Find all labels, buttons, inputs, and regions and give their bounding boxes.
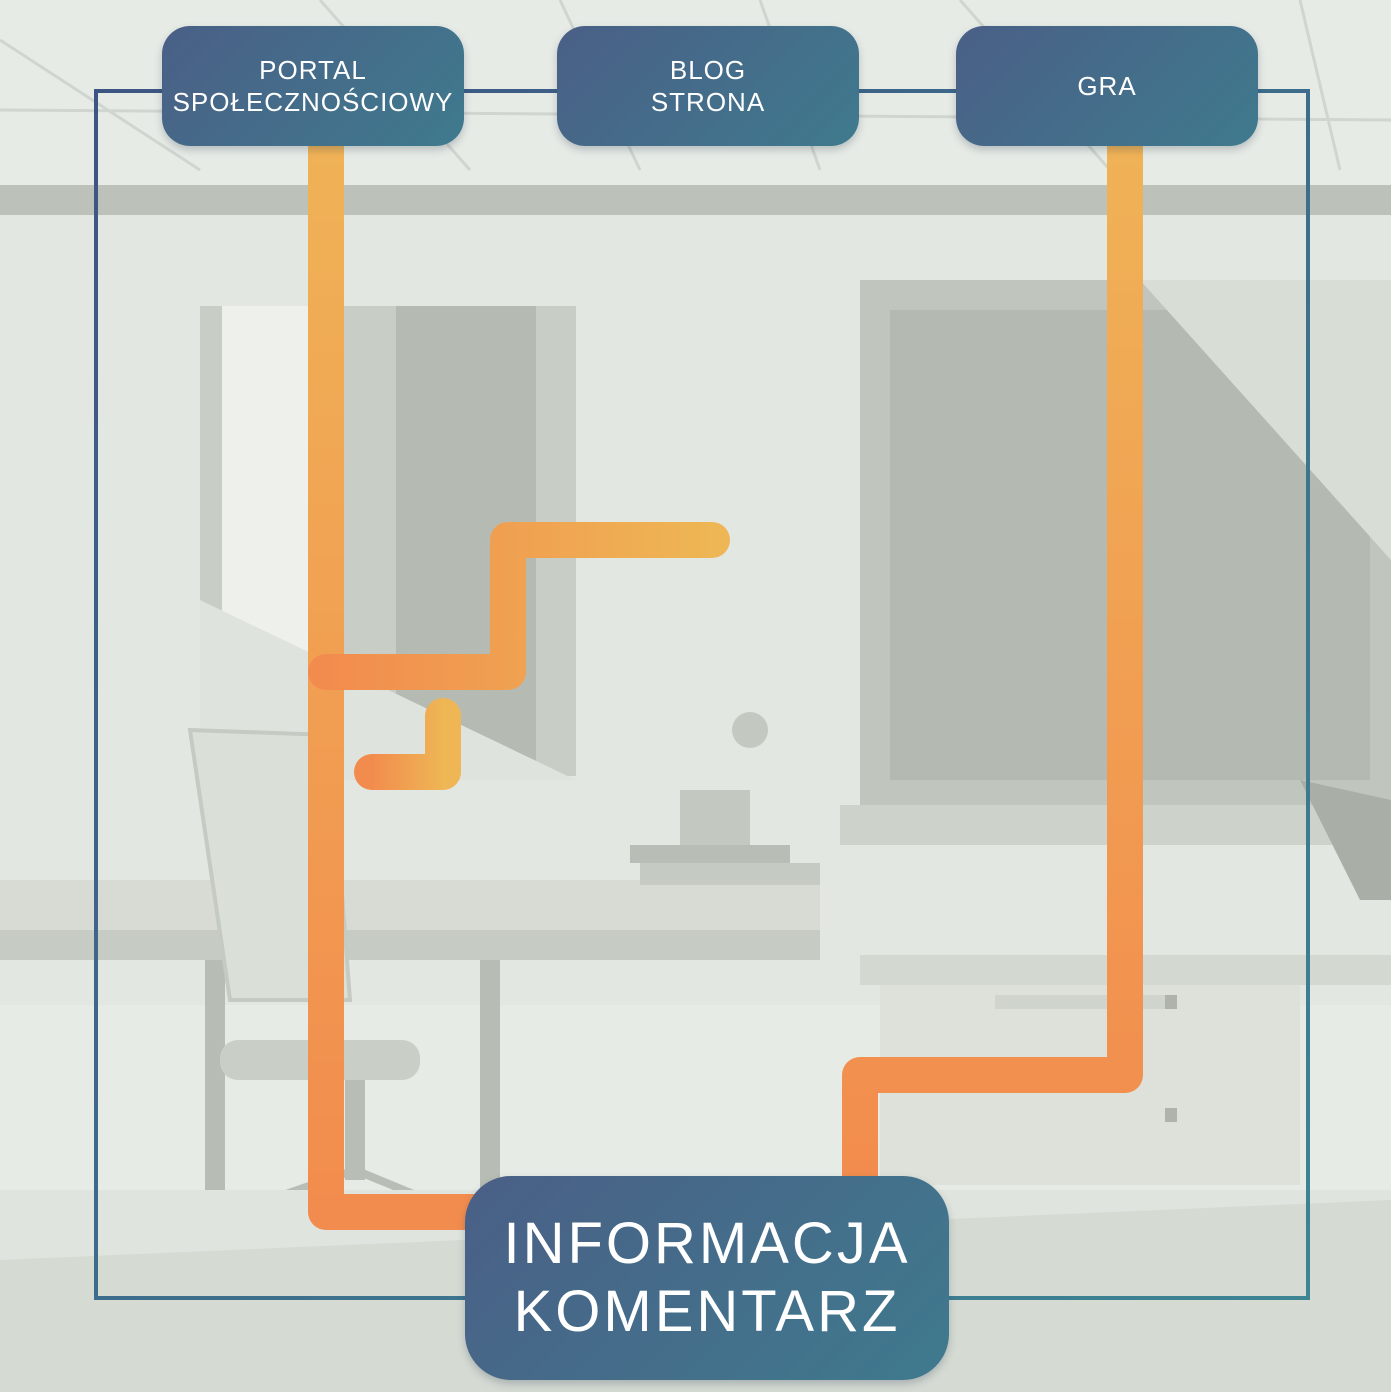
dead-end-segments [100, 279, 1300, 1314]
target-label-line: INFORMACJA [503, 1210, 911, 1276]
source-label-line: SPOŁECZNOŚCIOWY [172, 87, 454, 117]
path-gra-main [842, 130, 1143, 1198]
target-label-line: KOMENTARZ [513, 1279, 901, 1344]
path-step-connector [308, 522, 730, 690]
source-box-gra: GRA [956, 26, 1258, 146]
source-label-line: GRA [1077, 70, 1137, 101]
target-box-informacja: INFORMACJA KOMENTARZ [465, 1176, 949, 1380]
source-label-line: STRONA [650, 87, 766, 117]
source-label-line: PORTAL [259, 54, 367, 85]
desk-left [0, 880, 820, 1200]
source-label-line: BLOG [669, 54, 747, 85]
path-portal-main [308, 130, 498, 1230]
maze-paths [308, 130, 1238, 1230]
source-box-portal: PORTAL SPOŁECZNOŚCIOWY [162, 26, 464, 146]
source-box-blog: BLOG STRONA [557, 26, 859, 146]
